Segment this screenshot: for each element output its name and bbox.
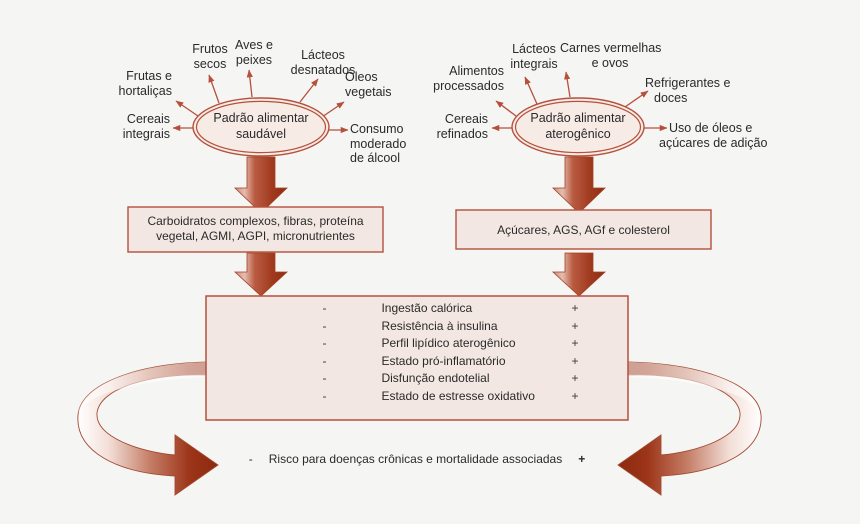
left-connector-lines <box>172 69 349 134</box>
outcome-left-sign: - <box>322 371 327 385</box>
label-carnes-vermelhas-e-ovos: Carnes vermelhas e ovos <box>560 41 662 70</box>
label-alimentos-processados: Alimentos processados <box>433 64 504 93</box>
outcome-left-sign: - <box>322 388 327 403</box>
outcome-row: - Estado de estresse oxidativo + <box>206 388 628 406</box>
outcome-right-sign: + <box>571 353 579 368</box>
arrow-left-pattern-to-nutrients <box>234 156 288 214</box>
arrow-right-pattern-to-nutrients <box>552 156 606 214</box>
outcome-row: - Ingestão calórica + <box>206 300 628 318</box>
label-aves-e-peixes: Aves e peixes <box>235 38 273 67</box>
outcome-row: - Perfil lipídico aterogênico + <box>206 335 628 353</box>
outcome-left-sign: - <box>322 318 327 333</box>
arrow-right-nutrients-to-outcomes <box>551 252 607 297</box>
conclusion-left-sign: - <box>248 452 253 466</box>
outcome-right-sign: + <box>571 336 579 350</box>
outcome-row: - Resistência à insulina + <box>206 318 628 336</box>
right-pattern-title-line1: Padrão alimentar <box>530 111 626 125</box>
right-pattern-title-line2: aterogênico <box>545 127 611 141</box>
outcome-label: Estado de estresse oxidativo <box>381 388 535 403</box>
left-pattern-title: Padrão alimentar saudável <box>196 110 326 142</box>
outcome-left-sign: - <box>322 336 327 350</box>
left-pattern-title-line1: Padrão alimentar <box>213 111 309 125</box>
conclusion-line: - Risco para doenças crônicas e mortalid… <box>206 452 628 466</box>
outcome-label: Resistência à insulina <box>381 318 498 333</box>
right-nutrient-box <box>455 209 712 250</box>
right-pattern-title: Padrão alimentar aterogênico <box>513 110 643 142</box>
outcome-left-sign: - <box>322 353 327 368</box>
label-frutos-secos: Frutos secos <box>192 42 228 71</box>
label-uso-de-oleos-e-acucares: Uso de óleos e açúcares de adição <box>659 121 768 150</box>
outcomes-box <box>205 295 629 421</box>
right-nutrient-box-text: Açúcares, AGS, AGf e colesterol <box>497 223 670 237</box>
outcome-label: Estado pró-inflamatório <box>381 353 506 368</box>
outcomes-list: - Ingestão calórica + - Resistência à in… <box>206 300 628 405</box>
conclusion-right-sign: + <box>578 452 586 466</box>
label-refrigerantes-e-doces: Refrigerantes e doces <box>645 76 731 105</box>
conclusion-text: Risco para doenças crônicas e mortalidad… <box>268 452 563 466</box>
outcome-row: - Disfunção endotelial + <box>206 370 628 388</box>
label-cereais-integrais: Cereais integrais <box>122 112 170 141</box>
label-lacteos-desnatados: Lácteos desnatados <box>290 48 356 77</box>
outcome-label: Ingestão calórica <box>381 301 473 315</box>
label-oleos-vegetais: Óleos vegetais <box>345 70 392 99</box>
label-frutas-e-hortalicas: Frutas e hortaliças <box>118 69 173 98</box>
outcome-left-sign: - <box>322 301 327 315</box>
outcome-right-sign: + <box>571 371 579 385</box>
outcome-right-sign: + <box>571 388 579 403</box>
outcome-row: - Estado pró-inflamatório + <box>206 353 628 371</box>
outcome-label: Perfil lipídico aterogênico <box>381 336 516 350</box>
outcome-right-sign: + <box>571 318 579 333</box>
label-consumo-moderado-de-alcool: Consumo moderado de álcool <box>350 122 407 165</box>
left-nutrient-box-text: Carboidratos complexos, fibras, proteína… <box>147 214 364 243</box>
outcome-label: Disfunção endotelial <box>381 371 490 385</box>
arrow-left-nutrients-to-outcomes <box>233 252 289 297</box>
right-connector-lines <box>491 71 668 132</box>
left-feedback-loop-arrow <box>77 361 219 496</box>
left-nutrient-box <box>127 206 384 253</box>
right-feedback-loop-arrow <box>617 361 762 496</box>
left-pattern-title-line2: saudável <box>235 127 287 141</box>
label-cereais-refinados: Cereais refinados <box>436 112 488 141</box>
label-lacteos-integrais: Lácteos integrais <box>510 42 558 71</box>
left-pattern-ellipse <box>192 97 330 157</box>
outcome-right-sign: + <box>571 301 579 315</box>
right-pattern-ellipse <box>511 97 645 157</box>
